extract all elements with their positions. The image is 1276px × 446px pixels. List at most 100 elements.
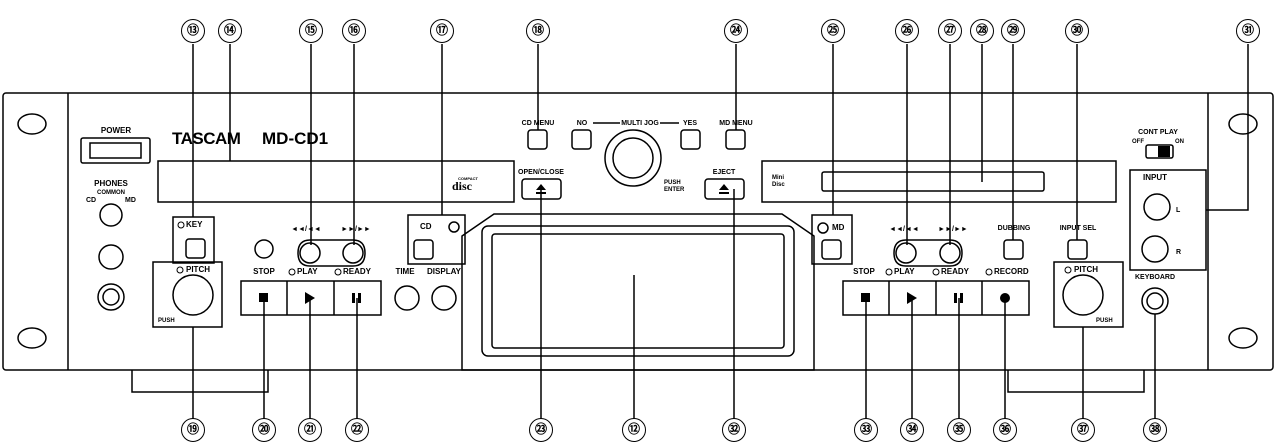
callout-28: ㉘ [970, 19, 994, 43]
callout-14: ⑭ [218, 19, 242, 43]
md-record-symbol [1000, 293, 1010, 303]
cd-rew-button-shape [299, 242, 321, 264]
cd-transport-frame [240, 280, 382, 316]
callout-29: ㉙ [1001, 19, 1025, 43]
phones-selector-knob-control[interactable] [100, 204, 122, 226]
display-label: DISPLAY [427, 267, 461, 276]
input-r-label: R [1176, 249, 1182, 256]
common-label: COMMON [97, 190, 125, 196]
cd-menu-button[interactable] [528, 130, 547, 149]
cd-select-button[interactable] [414, 240, 433, 259]
dubbing-button[interactable] [1004, 240, 1023, 259]
multi-jog-knob [612, 137, 654, 179]
input-l-label: L [1176, 207, 1181, 214]
multi-jog-dial[interactable] [613, 138, 653, 178]
pitch-left-group-box [152, 261, 223, 328]
md-menu-button[interactable] [726, 130, 745, 149]
callout-23: ㉓ [529, 418, 553, 442]
input-l-knob-control[interactable] [1144, 194, 1170, 220]
cd-stop-aux-shape [254, 239, 274, 259]
play-md-label: PLAY [894, 267, 915, 276]
no-button[interactable] [572, 130, 591, 149]
cd-select-box [407, 214, 466, 265]
md-ff-button[interactable] [940, 243, 960, 263]
callout-37: ㊲ [1071, 418, 1095, 442]
phones-label: PHONES [94, 179, 128, 188]
open-close-eject-bar [536, 192, 546, 194]
push-enter-label-1: PUSH [664, 180, 681, 186]
keyboard-label: KEYBOARD [1134, 274, 1176, 281]
right-foot [1007, 370, 1145, 393]
callout-34: ㉞ [900, 418, 924, 442]
md-play-button[interactable] [889, 281, 936, 315]
callout-15: ⑮ [299, 19, 323, 43]
dubbing-label: DUBBING [997, 225, 1031, 232]
cd-ready-button[interactable] [334, 281, 381, 315]
md-menu-label: MD MENU [719, 120, 753, 127]
cd-ff-button[interactable] [343, 243, 363, 263]
pitch-left-knob [172, 274, 214, 316]
pitch-left-led [176, 266, 184, 274]
stop-md-label: STOP [853, 267, 875, 276]
right-top-rack-hole [1228, 113, 1258, 135]
cd-stop-symbol [259, 293, 268, 302]
cd-select-button-shape [413, 239, 434, 260]
md-seek-frame [893, 239, 963, 267]
input-sel-button[interactable] [1068, 240, 1087, 259]
md-stop-button[interactable] [843, 281, 889, 315]
key-button[interactable] [186, 239, 205, 258]
power-label: POWER [100, 126, 132, 135]
open-close-button[interactable] [522, 179, 561, 199]
cd-select-label: CD [420, 222, 432, 231]
callout-13: ⑬ [181, 19, 205, 43]
ff-md-label: ►►/►► [938, 226, 968, 233]
cont-play-toggle[interactable] [1146, 145, 1173, 158]
yes-label: YES [682, 120, 698, 127]
md-rew-button-shape [895, 242, 917, 264]
md-rew-button[interactable] [896, 243, 916, 263]
md-record-button[interactable] [982, 281, 1029, 315]
display-inner [491, 233, 785, 349]
pitch-left-label: PITCH [186, 265, 210, 274]
md-stop-symbol [861, 293, 870, 302]
callout-21: ㉑ [298, 418, 322, 442]
phones-jack-inner [102, 288, 120, 306]
display-button[interactable] [432, 286, 456, 310]
pitch-right-knob [1062, 274, 1104, 316]
off-label: OFF [1132, 139, 1144, 145]
play-md-led [885, 268, 893, 276]
callout-26: ㉖ [895, 19, 919, 43]
md-select-led [817, 222, 829, 234]
pitch-right-group-box [1053, 261, 1124, 328]
keyboard-port[interactable] [1142, 288, 1168, 314]
record-label: RECORD [994, 267, 1029, 276]
input-label: INPUT [1143, 173, 1167, 182]
minidisc-logo-top: Mini [772, 175, 784, 181]
minidisc-logo-bottom: Disc [772, 182, 785, 188]
time-button[interactable] [395, 286, 419, 310]
compact-label: COMPACT [458, 176, 478, 181]
md-select-button[interactable] [822, 240, 841, 259]
input-sel-label: INPUT SEL [1059, 225, 1097, 232]
pitch-right-dial[interactable] [1063, 275, 1103, 315]
phones-level-knob-control[interactable] [99, 245, 123, 269]
leader-31 [1206, 44, 1249, 211]
callout-18: ⑱ [526, 19, 550, 43]
input-l-knob [1143, 193, 1171, 221]
cd-play-button[interactable] [287, 281, 334, 315]
yes-button[interactable] [681, 130, 700, 149]
phones-jack[interactable] [98, 284, 124, 310]
power-button[interactable] [81, 138, 150, 163]
callout-24: ㉔ [724, 19, 748, 43]
cd-select-led [448, 221, 460, 233]
input-r-knob-control[interactable] [1142, 236, 1168, 262]
pitch-left-dial[interactable] [173, 275, 213, 315]
cd-rew-button[interactable] [300, 243, 320, 263]
md-select-label: MD [832, 223, 845, 232]
pitch-right-label: PITCH [1074, 265, 1098, 274]
md-ready-button[interactable] [936, 281, 982, 315]
ready-cd-led [334, 268, 342, 276]
cd-stop-button[interactable] [241, 281, 287, 315]
eject-button[interactable] [705, 179, 744, 199]
input-group-box [1129, 169, 1207, 271]
